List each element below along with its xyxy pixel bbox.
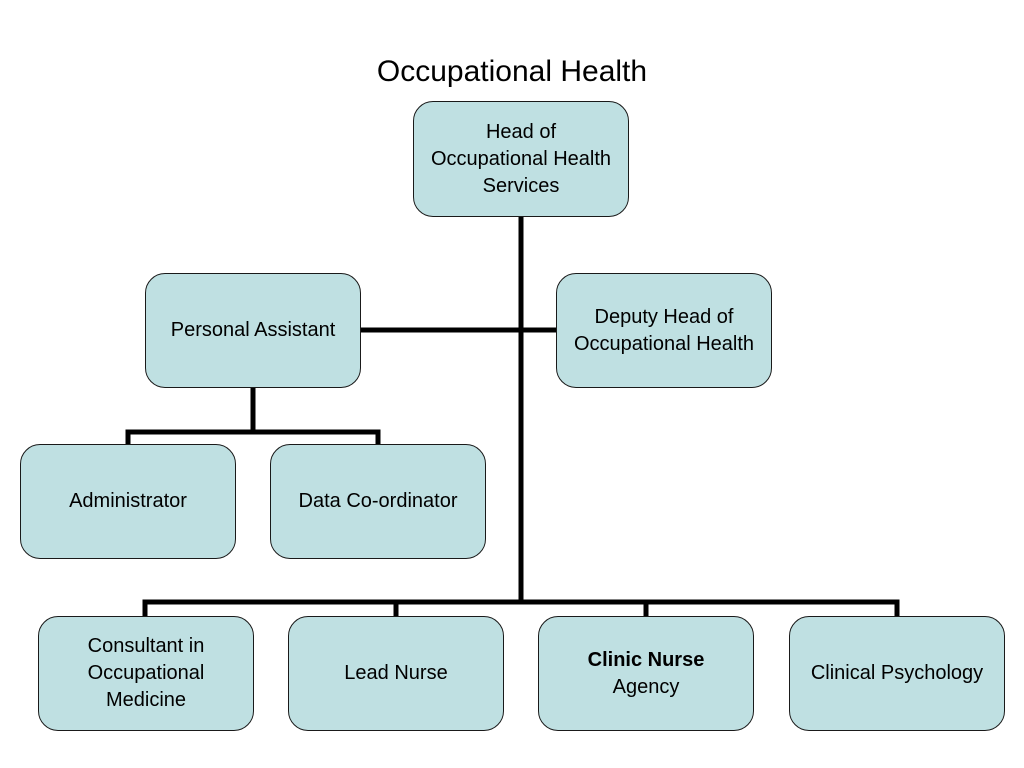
diagram-title: Occupational Health — [376, 55, 648, 88]
node-label-line: Clinic Nurse — [587, 648, 705, 671]
node-label-line: Clinical Psychology — [810, 662, 984, 684]
node-label-line: Head of — [485, 120, 557, 143]
node-label-line: Occupational Health — [430, 147, 612, 170]
node-label-line: Agency — [612, 675, 680, 698]
node-label-line: Administrator — [69, 490, 187, 512]
node-head-of-occupational-health-services: Head of Occupational Health Services — [413, 101, 629, 217]
node-label-line: Occupational — [87, 662, 205, 684]
node-label-line: Data Co-ordinator — [298, 490, 458, 512]
node-clinic-nurse-agency: Clinic Nurse Agency — [538, 616, 754, 731]
node-label-line: Medicine — [105, 689, 187, 711]
node-label-line: Lead Nurse — [344, 662, 448, 684]
node-label-line: Consultant in — [87, 635, 205, 657]
node-label-line: Deputy Head of — [594, 305, 734, 328]
node-label-line: Services — [482, 174, 560, 197]
node-consultant: Consultant in Occupational Medicine — [38, 616, 254, 731]
node-deputy-head: Deputy Head of Occupational Health — [556, 273, 772, 388]
node-data-coordinator: Data Co-ordinator — [270, 444, 486, 559]
node-lead-nurse: Lead Nurse — [288, 616, 504, 731]
node-administrator: Administrator — [20, 444, 236, 559]
node-label-line: Occupational Health — [573, 332, 755, 355]
node-label-line: Personal Assistant — [170, 319, 336, 341]
node-personal-assistant: Personal Assistant — [145, 273, 361, 388]
node-clinical-psychology: Clinical Psychology — [789, 616, 1005, 731]
